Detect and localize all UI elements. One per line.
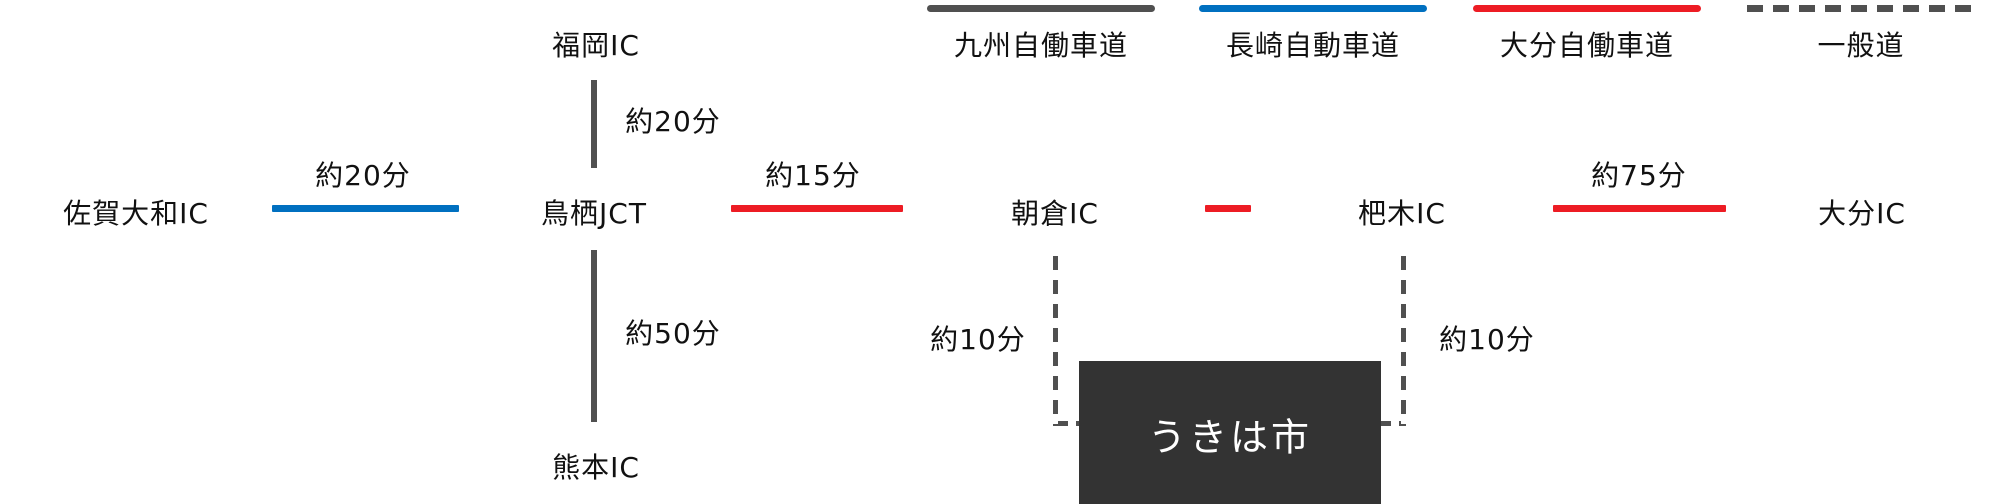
route-line-haki-ukiha [1401, 256, 1406, 426]
destination-ukiha-label: うきは市 [1147, 415, 1313, 460]
route-line-haki-ukiha-connector [1381, 421, 1401, 426]
legend-line-general-road [1747, 5, 1975, 12]
route-line-saga-tosu [272, 205, 459, 212]
legend-line-kyushu [927, 5, 1155, 12]
legend-line-oita [1473, 5, 1701, 12]
node-fukuoka-ic: 福岡IC [552, 29, 640, 62]
route-line-fukuoka-tosu [591, 80, 597, 168]
route-time-saga-tosu: 約20分 [315, 159, 411, 192]
route-line-haki-oita [1553, 205, 1726, 212]
node-kumamoto-ic: 熊本IC [552, 451, 640, 484]
route-line-tosu-asakura [731, 205, 903, 212]
route-time-haki-ukiha: 約10分 [1439, 323, 1535, 356]
route-line-asakura-haki [1205, 205, 1251, 212]
legend-label-nagasaki: 長崎自動車道 [1225, 29, 1401, 62]
legend-label-general-road: 一般道 [1817, 29, 1905, 62]
destination-ukiha-box: うきは市 [1079, 361, 1381, 504]
route-time-tosu-asakura: 約15分 [765, 159, 861, 192]
route-line-asakura-ukiha-connector [1058, 421, 1079, 426]
route-time-fukuoka-tosu: 約20分 [625, 105, 721, 138]
node-asakura-ic: 朝倉IC [1011, 197, 1099, 230]
route-time-tosu-kumamoto: 約50分 [625, 317, 721, 350]
legend-line-nagasaki [1199, 5, 1427, 12]
route-time-asakura-ukiha: 約10分 [930, 323, 1026, 356]
route-line-tosu-kumamoto [591, 250, 597, 422]
node-tosu-jct: 鳥栖JCT [541, 197, 647, 230]
route-time-haki-oita: 約75分 [1591, 159, 1687, 192]
node-saga-yamato-ic: 佐賀大和IC [63, 197, 209, 230]
route-line-asakura-ukiha [1053, 256, 1058, 426]
node-haki-ic: 杷木IC [1358, 197, 1446, 230]
legend-label-kyushu: 九州自働車道 [953, 29, 1129, 62]
node-oita-ic: 大分IC [1818, 197, 1906, 230]
legend-label-oita: 大分自働車道 [1499, 29, 1675, 62]
